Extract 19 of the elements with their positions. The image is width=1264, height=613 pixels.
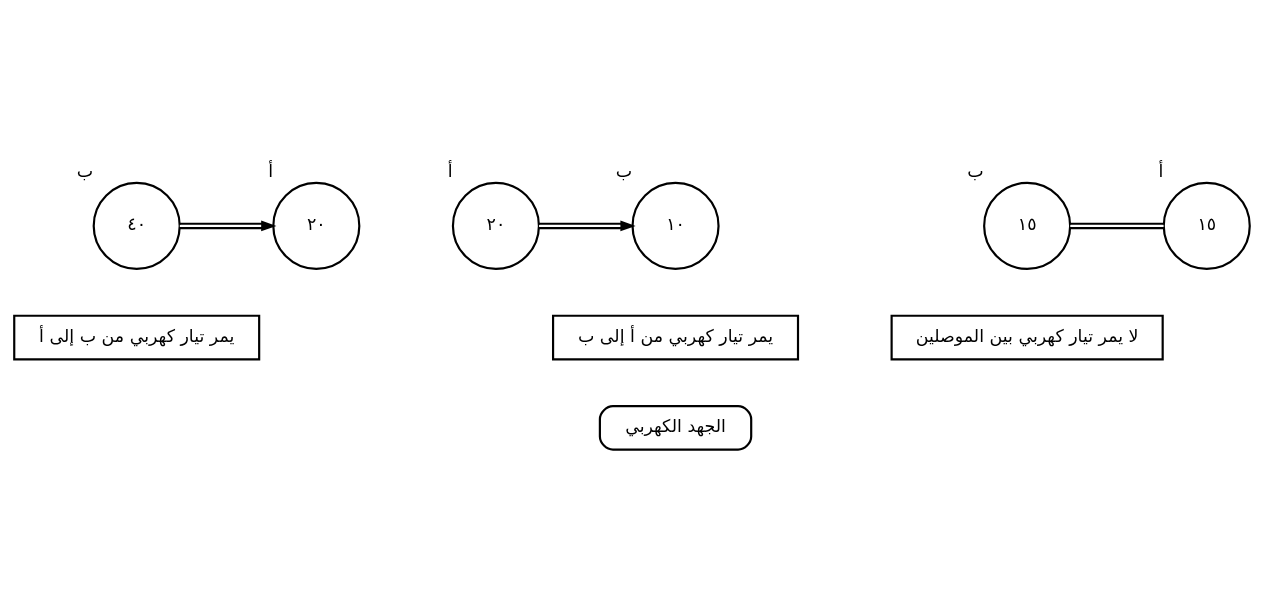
- node-label: ب: [76, 161, 94, 182]
- node-circle: ١٥: [1162, 181, 1251, 271]
- node-circle: ١٥: [983, 181, 1072, 271]
- node-box: يمر تيار كهربي من ب إلى أ: [13, 314, 261, 361]
- node-label: أ: [268, 161, 274, 182]
- node-label: أ: [1158, 161, 1164, 182]
- node-box: الجهد الكهربي: [598, 405, 753, 451]
- connector: [1070, 222, 1164, 230]
- node-box: يمر تيار كهربي من أ إلى ب: [552, 314, 800, 361]
- node-circle: ١٠: [631, 181, 720, 271]
- node-box: لا يمر تيار كهربي بين الموصلين: [890, 314, 1164, 361]
- arrow: [539, 220, 636, 232]
- node-label: ب: [615, 161, 633, 182]
- node-label: ب: [967, 161, 984, 182]
- node-label: أ: [447, 161, 453, 182]
- node-circle: ٢٠: [451, 181, 540, 271]
- arrow: [179, 220, 277, 232]
- node-circle: ٢٠: [272, 181, 361, 271]
- node-circle: ٤٠: [92, 181, 181, 271]
